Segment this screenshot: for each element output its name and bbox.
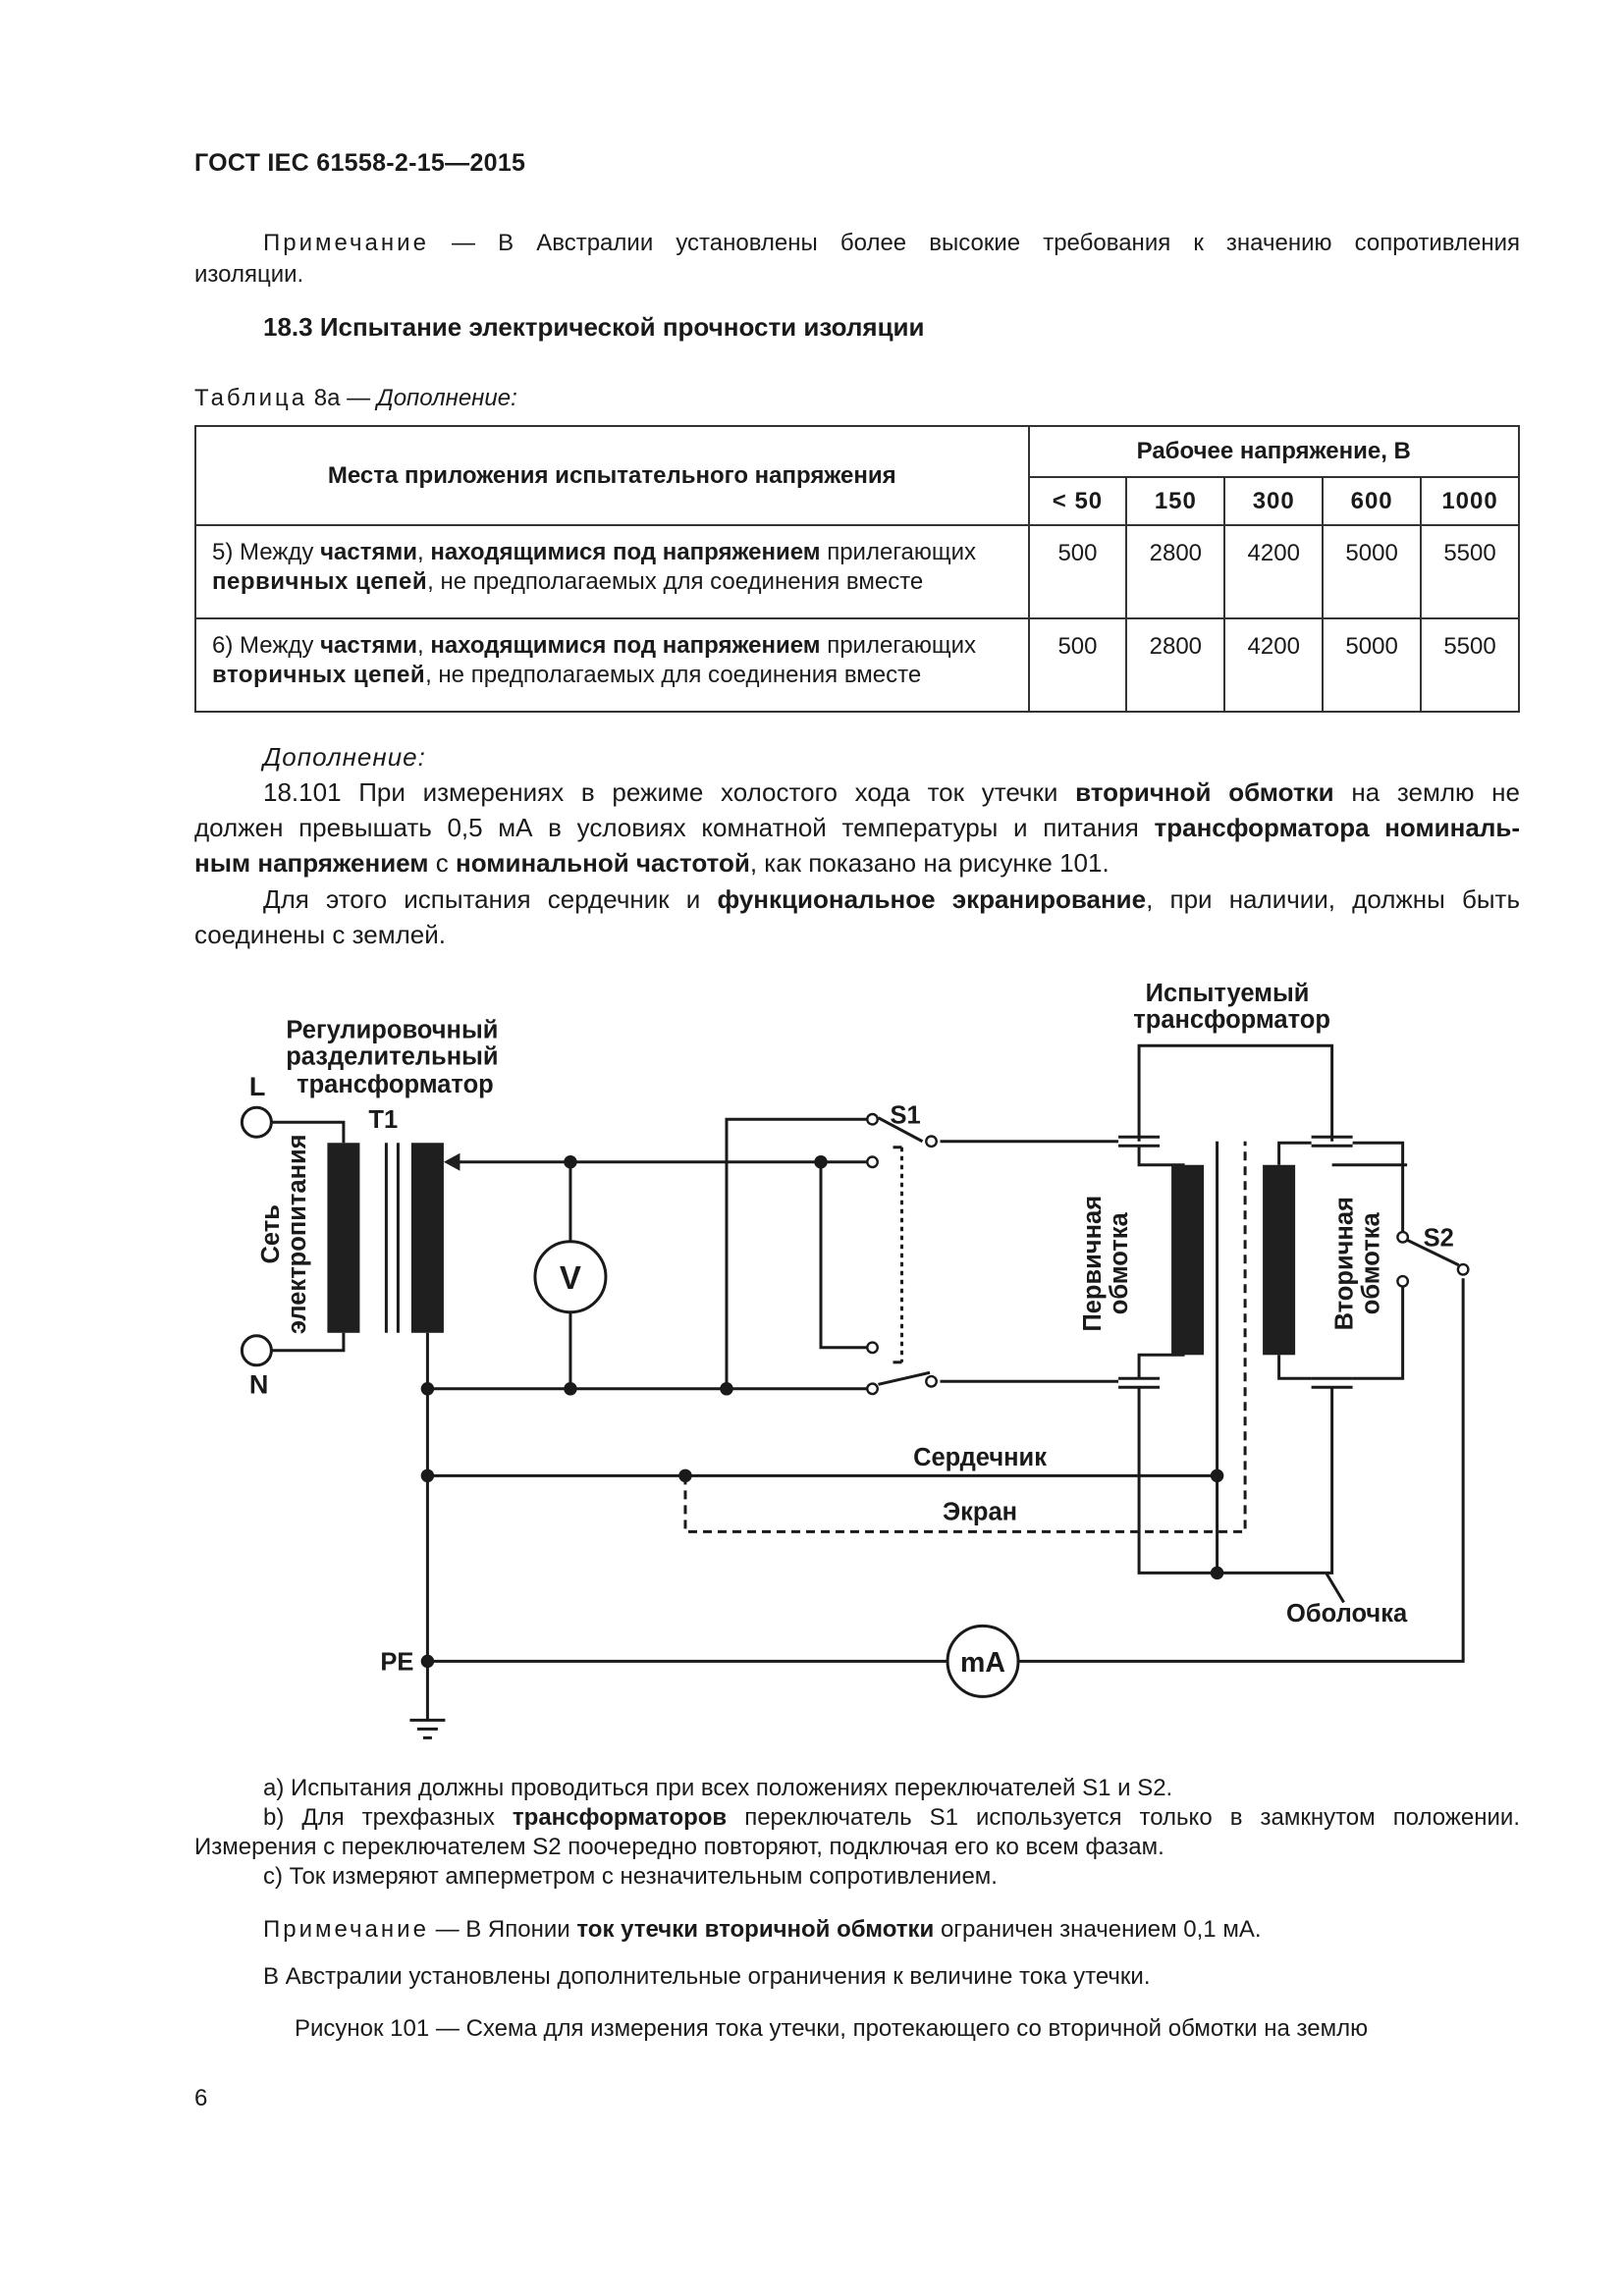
test-voltage-table: Места приложения испытательного напряжен… <box>194 425 1521 713</box>
voltage-col: 150 <box>1125 476 1226 526</box>
header-working-voltage: Рабочее напряжение, В <box>1027 425 1521 478</box>
table-caption: Таблица 8а — Дополнение: <box>194 385 517 411</box>
header-application-points: Места приложения испытательного напряжен… <box>194 425 1030 526</box>
table-cell: 5000 <box>1322 617 1423 713</box>
table-cell: 4200 <box>1223 524 1325 619</box>
regulating-transformer-label: разделительный <box>286 1043 498 1071</box>
voltmeter-label: V <box>560 1259 581 1296</box>
paragraph-line: Для этого испытания сердечник и функцион… <box>263 884 1521 914</box>
figure-caption: Рисунок 101 — Схема для измерения тока у… <box>295 2015 1369 2042</box>
slider-arrow-icon <box>443 1152 460 1171</box>
page-number: 6 <box>194 2085 208 2111</box>
terminal-l-label: L <box>249 1072 266 1101</box>
note-japan: Примечание — В Японии ток утечки вторичн… <box>263 1916 1262 1943</box>
terminal-n-label: N <box>249 1369 269 1399</box>
switch-contacts <box>866 1112 1470 1396</box>
footnote-b-cont: Измерения с переключателем S2 поочередно… <box>194 1834 1164 1860</box>
milliammeter <box>946 1624 1020 1698</box>
voltmeter <box>533 1240 608 1314</box>
addition-heading: Дополнение: <box>263 742 426 772</box>
section-heading: 18.3 Испытание электрической прочности и… <box>263 312 925 342</box>
secondary-winding-label: Вторичная <box>1331 1197 1359 1330</box>
note-australia-resistance: Примечание — В Австралии установлены бол… <box>263 230 1520 256</box>
t1-label: T1 <box>368 1106 398 1134</box>
regulating-transformer-label: трансформатор <box>297 1071 494 1098</box>
mains-label: Сеть <box>257 1204 285 1263</box>
voltage-col: 600 <box>1322 476 1423 526</box>
table-cell: 500 <box>1027 524 1128 619</box>
tested-transformer-label: Испытуемый <box>1146 980 1310 1007</box>
paragraph-line: ным напряжением с номинальной частотой, … <box>194 848 1110 878</box>
table-cell: 5000 <box>1322 524 1423 619</box>
note-australia-current: В Австралии установлены дополнительные о… <box>263 1963 1151 1990</box>
terminal-n <box>240 1334 273 1367</box>
secondary-winding <box>1263 1164 1296 1356</box>
note-australia-resistance-cont: изоляции. <box>194 261 304 288</box>
footnote-a: a) Испытания должны проводиться при всех… <box>263 1775 1173 1801</box>
table-cell: 4200 <box>1223 617 1325 713</box>
primary-winding-label: обмотка <box>1106 1212 1133 1315</box>
voltage-col: 1000 <box>1420 476 1520 526</box>
screen-label: Экран <box>943 1498 1017 1525</box>
footnote-b: b) Для трехфазных трансформаторов перекл… <box>263 1804 1520 1831</box>
table-cell: 5500 <box>1420 524 1520 619</box>
table-row: 5) Между частями, находящимися под напря… <box>194 524 1520 619</box>
table-row: 6) Между частями, находящимися под напря… <box>194 617 1520 713</box>
paragraph-line: соединены с землей. <box>194 920 446 949</box>
document-header: ГОСТ IEC 61558-2-15—2015 <box>194 149 526 177</box>
pe-label: PE <box>380 1648 413 1676</box>
s2-label: S2 <box>1424 1224 1454 1252</box>
t1-primary-winding <box>327 1143 360 1333</box>
paragraph-line: должен превышать 0,5 мА в условиях комна… <box>194 813 1520 842</box>
junction-dots <box>420 1155 1224 1669</box>
regulating-transformer-label: Регулировочный <box>286 1017 498 1044</box>
table-cell: 500 <box>1027 617 1128 713</box>
secondary-winding-label: обмотка <box>1358 1212 1385 1315</box>
terminal-l <box>240 1105 273 1139</box>
note-label: Примечание <box>263 230 429 256</box>
tested-transformer-label: трансформатор <box>1133 1006 1330 1034</box>
core-label: Сердечник <box>913 1444 1047 1471</box>
table-cell: 5500 <box>1420 617 1520 713</box>
voltage-col: 300 <box>1223 476 1325 526</box>
primary-winding-label: Первичная <box>1079 1196 1107 1332</box>
row-description: 5) Между частями, находящимися под напря… <box>194 524 1030 619</box>
footnote-c: c) Ток измеряют амперметром с незначител… <box>263 1863 998 1890</box>
t1-secondary-winding <box>410 1143 444 1333</box>
voltage-col: < 50 <box>1027 476 1128 526</box>
row-description: 6) Между частями, находящимися под напря… <box>194 617 1030 713</box>
primary-winding <box>1171 1164 1205 1356</box>
mains-label: электропитания <box>284 1134 311 1334</box>
s1-label: S1 <box>891 1102 921 1130</box>
enclosure-label: Оболочка <box>1286 1600 1408 1628</box>
paragraph-line: 18.101 При измерениях в режиме холостого… <box>263 777 1520 807</box>
milliammeter-label: mA <box>960 1647 1005 1679</box>
table-cell: 2800 <box>1125 524 1226 619</box>
table-cell: 2800 <box>1125 617 1226 713</box>
